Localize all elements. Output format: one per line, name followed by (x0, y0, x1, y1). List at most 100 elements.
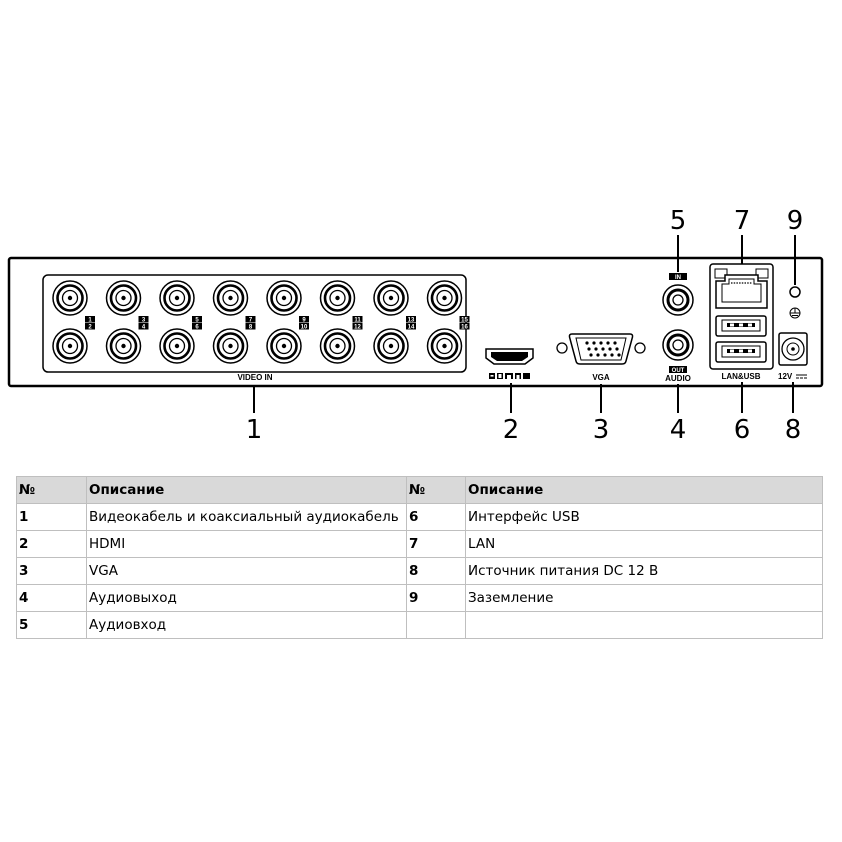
bnc-number-tag-7 (245, 316, 256, 323)
table-header-row: № Описание № Описание (16, 476, 823, 504)
bnc-number-16: 16 (461, 325, 468, 331)
bnc-number-15: 15 (461, 318, 468, 324)
description-table: № Описание № Описание 1 Видеокабель и ко… (16, 476, 823, 639)
bnc-number-tag-6 (192, 323, 202, 330)
callout-5: 5 (670, 206, 687, 236)
vga-port: VGA (556, 333, 646, 382)
vga-pin (592, 341, 596, 345)
hdmi-logo-icon (489, 373, 530, 379)
bnc-connector-16 (426, 328, 463, 364)
usb-port-bottom (715, 341, 767, 363)
vga-label: VGA (592, 373, 610, 382)
bnc-number-2: 2 (88, 325, 92, 331)
callout-6: 6 (734, 415, 751, 445)
usb-port-top (715, 315, 767, 337)
bnc-number-4: 4 (142, 325, 146, 331)
hdmi-port (485, 348, 534, 379)
bnc-number-tag-10 (299, 323, 309, 330)
callouts: 1 2 3 4 5 6 7 8 9 (246, 206, 804, 445)
callout-3: 3 (593, 415, 610, 445)
callout-4: 4 (670, 415, 687, 445)
bnc-number-11: 11 (354, 318, 361, 324)
bnc-number-7: 7 (249, 318, 253, 324)
bnc-number-tag-15 (459, 316, 470, 323)
bnc-connector-15 (426, 280, 463, 316)
vga-pin (606, 341, 610, 345)
bnc-connector-6 (159, 328, 195, 364)
vga-pin (615, 347, 619, 351)
bnc-connector-1 (52, 280, 88, 316)
ground-icon (789, 307, 801, 319)
bnc-number-5: 5 (195, 318, 199, 324)
bnc-number-tag-4 (138, 323, 149, 330)
bnc-number-tag-9 (299, 316, 309, 323)
callout-8: 8 (785, 415, 802, 445)
header-num-1: № (16, 476, 87, 504)
bnc-number-tag-5 (192, 316, 202, 323)
audio-in-tag (669, 273, 687, 280)
bnc-connector-3 (105, 280, 142, 316)
bnc-number-tag-3 (138, 316, 149, 323)
vga-pin (613, 341, 617, 345)
bnc-connector-9 (266, 280, 302, 316)
header-num-2: № (406, 476, 466, 504)
bnc-number-12: 12 (354, 325, 361, 331)
callout-2: 2 (503, 415, 520, 445)
bnc-connector-5 (159, 280, 195, 316)
table-row: 2 HDMI 7 LAN (16, 530, 823, 558)
table-row: 4 Аудиовыход 9 Заземление (16, 584, 823, 612)
audio-ports: IN OUT AUDIO (662, 273, 694, 383)
bnc-connector-12 (319, 328, 356, 364)
callout-1: 1 (246, 415, 263, 445)
table-row: 5 Аудиовход (16, 611, 823, 639)
bnc-number-tag-8 (245, 323, 256, 330)
bnc-number-1: 1 (88, 318, 92, 324)
bnc-number-tag-11 (352, 316, 363, 323)
vga-pin (617, 353, 621, 357)
ground-terminal (789, 286, 801, 319)
lan-port (714, 268, 769, 309)
bnc-connector-13 (373, 280, 409, 316)
vga-pin (601, 347, 605, 351)
vga-pin (596, 353, 600, 357)
bnc-connector-14 (373, 328, 409, 364)
vga-pin (585, 341, 589, 345)
bnc-number-6: 6 (195, 325, 199, 331)
bnc-connector-11 (319, 280, 356, 316)
bnc-number-9: 9 (302, 318, 306, 324)
bnc-number-tag-2 (85, 323, 95, 330)
bnc-connector-7 (212, 280, 249, 316)
bnc-number-tag-13 (406, 316, 416, 323)
header-desc-2: Описание (465, 476, 823, 504)
dc-symbol-icon (796, 374, 807, 379)
table-row: 3 VGA 8 Источник питания DC 12 В (16, 557, 823, 585)
lan-usb-group: LAN&USB (709, 263, 774, 381)
vga-pin (594, 347, 598, 351)
bnc-number-tag-16 (459, 323, 470, 330)
bnc-connector-4 (105, 328, 142, 364)
audio-in-jack (662, 284, 694, 316)
vga-pins (585, 341, 621, 357)
audio-out-tag (669, 366, 687, 373)
callout-7: 7 (734, 206, 751, 236)
bnc-connector-10 (266, 328, 302, 364)
vga-pin (599, 341, 603, 345)
callout-9: 9 (787, 206, 804, 236)
bnc-number-tag-1 (85, 316, 95, 323)
bnc-connector-2 (52, 328, 88, 364)
bnc-number-14: 14 (408, 325, 415, 331)
svg-text:IN: IN (675, 275, 681, 281)
audio-out-jack (662, 329, 694, 361)
vga-pin (587, 347, 591, 351)
bnc-number-10: 10 (301, 325, 308, 331)
bnc-number-3: 3 (142, 318, 146, 324)
bnc-number-tag-12 (352, 323, 363, 330)
vga-pin (603, 353, 607, 357)
power-label: 12V (778, 372, 793, 381)
header-desc-1: Описание (86, 476, 407, 504)
bnc-number-13: 13 (408, 318, 415, 324)
vga-pin (608, 347, 612, 351)
svg-text:OUT: OUT (672, 368, 685, 374)
